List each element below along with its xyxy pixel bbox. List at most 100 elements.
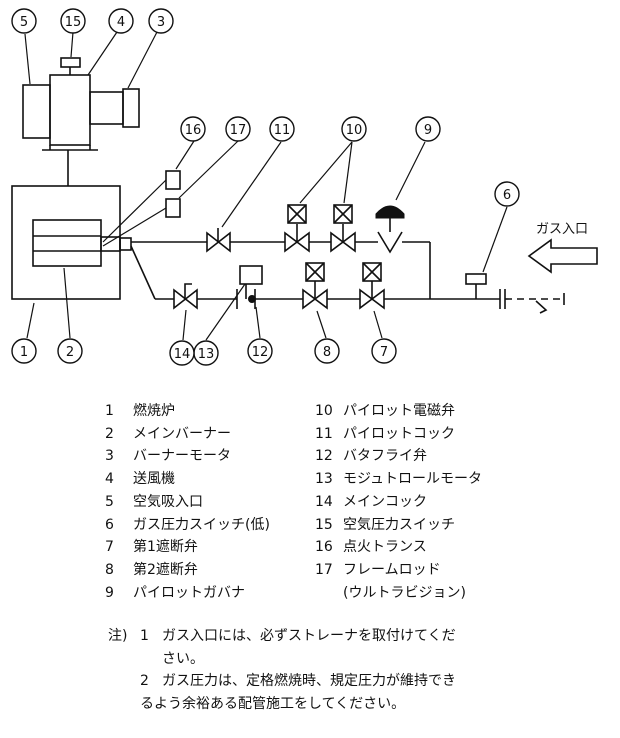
leader-10a	[299, 141, 353, 204]
callout-11: 11	[269, 116, 295, 142]
callout-10: 10	[341, 116, 367, 142]
note-1: 注) 1 ガス入口には、必ずストレーナを取付けてくだ	[108, 625, 538, 648]
pilot-cock-valve	[206, 231, 231, 253]
legend-label: パイロットコック	[343, 425, 455, 442]
legend-label: パイロットガバナ	[133, 584, 245, 601]
svg-text:15: 15	[65, 15, 82, 30]
legend-num: 8	[105, 561, 114, 578]
note-number: 1	[140, 628, 149, 644]
legend-label: バタフライ弁	[343, 448, 427, 465]
svg-text:3: 3	[157, 15, 165, 30]
leader-11	[221, 141, 282, 228]
leader-5	[24, 33, 31, 85]
legend-label: 空気吸入口	[133, 493, 203, 510]
callout-17: 17	[225, 116, 251, 142]
note-text: ガス入口には、必ずストレーナを取付けてくだ	[162, 628, 456, 644]
first-shutoff-coil	[362, 262, 382, 282]
legend-label: メインバーナー	[133, 425, 231, 442]
gas-inlet-label: ガス入口	[536, 222, 588, 237]
pilot-solenoid-coil-2	[333, 204, 353, 224]
legend-num: 17	[315, 561, 333, 578]
legend-row: 9 パイロットガバナ (ウルトラビジョン)	[105, 582, 565, 605]
legend-num: 3	[105, 448, 114, 465]
leader-12	[255, 306, 261, 339]
leader-16	[175, 140, 195, 170]
leader-8	[316, 310, 327, 339]
installation-notes: 注) 1 ガス入口には、必ずストレーナを取付けてくだ さい。 2 ガス圧力は、定…	[108, 625, 538, 715]
legend-label: (ウルトラビジョン)	[343, 584, 466, 601]
svg-text:1: 1	[20, 345, 28, 360]
legend-num	[315, 582, 343, 605]
modutrol-motor	[239, 265, 263, 285]
burner-motor-cap	[122, 88, 140, 128]
legend-num: 15	[315, 516, 333, 533]
svg-text:4: 4	[117, 15, 125, 30]
legend-label: 点火トランス	[343, 539, 427, 556]
note-text: ガス圧力は、定格燃焼時、規定圧力が維持でき	[162, 673, 456, 689]
pilot-solenoid-x1b	[287, 204, 307, 224]
ignition-transformer	[165, 170, 181, 190]
legend-num: 5	[105, 493, 114, 510]
leader-15	[70, 31, 74, 58]
legend-label: 第1遮断弁	[133, 539, 198, 556]
leader-4	[87, 31, 118, 76]
main-cock-handle	[184, 283, 192, 299]
note-1-cont: さい。	[108, 648, 538, 671]
main-cock-valve	[173, 288, 198, 310]
first-shutoff-xb	[362, 262, 382, 282]
leader-3	[127, 31, 158, 89]
pilot-solenoid-valve-2	[330, 231, 356, 253]
legend-num: 9	[105, 584, 114, 601]
first-shutoff-valve	[359, 288, 385, 310]
svg-text:13: 13	[198, 347, 215, 362]
butterfly-disc	[248, 295, 256, 303]
legend-num: 4	[105, 471, 114, 488]
pilot-solenoid-x2b	[333, 204, 353, 224]
note-2-cont: るよう余裕ある配管施工をしてください。	[108, 693, 538, 716]
ignition-lead-2	[102, 207, 167, 247]
burner-nozzle	[100, 236, 121, 252]
air-pressure-switch	[60, 57, 81, 68]
leader-9	[395, 141, 426, 201]
note-text: るよう余裕ある配管施工をしてください。	[140, 695, 406, 712]
leader-7	[373, 310, 383, 339]
leader-17	[178, 140, 239, 199]
legend-num: 7	[105, 539, 114, 556]
legend-num: 10	[315, 403, 333, 419]
second-shutoff-coil	[305, 262, 325, 282]
callout-6: 6	[494, 181, 520, 207]
svg-text:6: 6	[503, 188, 511, 203]
strainer-symbol	[535, 300, 548, 314]
piping-diagram: ガス入口 1 2 3 4 5 6 7 8 9 10 11 12 13 14 15…	[11, 8, 598, 366]
legend-num: 12	[315, 448, 333, 465]
flame-rod	[165, 198, 181, 218]
callout-16: 16	[180, 116, 206, 142]
legend-label: メインコック	[343, 493, 427, 510]
callout-5: 5	[11, 8, 37, 34]
svg-text:9: 9	[424, 123, 432, 138]
callout-12: 12	[247, 338, 273, 364]
note-2: 2 ガス圧力は、定格燃焼時、規定圧力が維持でき	[108, 670, 538, 693]
air-inlet-housing	[22, 84, 51, 139]
callout-14: 14	[169, 340, 195, 366]
callout-3: 3	[148, 8, 174, 34]
svg-text:10: 10	[346, 123, 363, 138]
leader-13	[205, 283, 246, 341]
blower-body	[49, 74, 91, 146]
leader-2	[63, 267, 71, 339]
legend-label: バーナーモータ	[133, 448, 231, 465]
pilot-governor-diaphragm	[375, 205, 405, 219]
svg-text:14: 14	[174, 347, 191, 362]
legend-num: 13	[315, 471, 333, 488]
callout-8: 8	[314, 338, 340, 364]
second-shutoff-valve	[302, 288, 328, 310]
callout-13: 13	[193, 340, 219, 366]
legend-label: モジュトロールモータ	[343, 471, 483, 488]
